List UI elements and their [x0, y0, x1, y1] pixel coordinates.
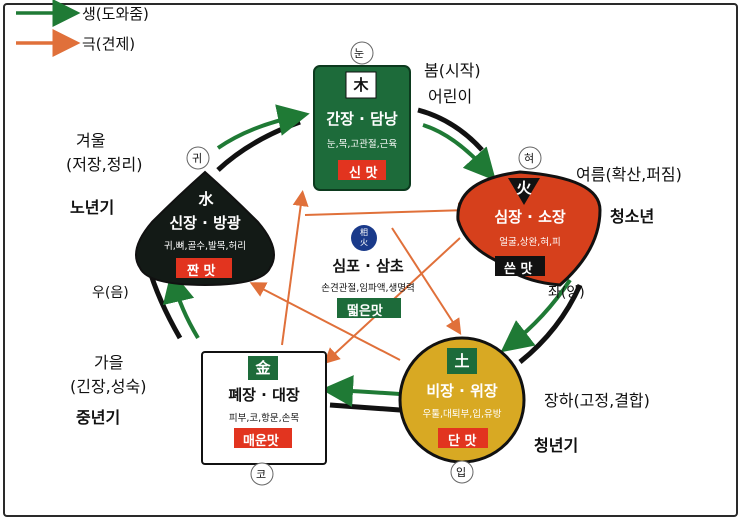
control-arrow-earth-water — [249, 282, 401, 361]
metal-organs: 폐장 · 대장 — [228, 386, 300, 404]
cycle-line-fire-earth — [518, 283, 583, 364]
wood-body-parts: 눈,목,고관절,근육 — [326, 139, 398, 150]
water-character: 水 — [198, 190, 214, 208]
autumn-detail: (긴장,성숙) — [70, 377, 147, 396]
legend-control-label: 극(견제) — [82, 35, 136, 53]
earth-character: 土 — [454, 352, 470, 370]
fire-taste: 쓴 맛 — [504, 262, 533, 277]
water-node-shape — [135, 170, 275, 287]
generate-arrow-metal-water — [162, 270, 200, 340]
late-summer-age: 청년기 — [534, 436, 579, 455]
fire-sense: 혀 — [524, 152, 535, 165]
spring-age: 어린이 — [428, 87, 473, 106]
legend-generate-label: 생(도와줌) — [82, 5, 149, 23]
winter-age: 노년기 — [70, 198, 115, 217]
generate-arrow-fire-earth — [500, 278, 572, 353]
center-fire-badge — [351, 225, 377, 251]
generate-arrow-wood-fire — [422, 123, 496, 181]
earth-organs: 비장 · 위장 — [426, 382, 498, 400]
metal-body-parts: 피부,코,항문,손목 — [228, 413, 300, 424]
earth-body-parts: 우툴,대퇴부,입,유방 — [422, 409, 502, 420]
control-arrow-metal-wood — [281, 190, 309, 346]
wood-organs: 간장 · 담낭 — [326, 110, 398, 128]
wood-sense: 눈 — [354, 47, 365, 60]
outer-frame — [3, 3, 738, 517]
center-organs: 심포 · 삼초 — [332, 257, 404, 275]
summer-label: 여름(확산,퍼짐) — [576, 165, 682, 184]
wood-node-shape — [313, 65, 411, 191]
generate-arrow-water-wood — [216, 104, 310, 150]
water-taste: 짠 맛 — [187, 264, 216, 279]
metal-character: 金 — [255, 359, 271, 377]
metal-sense: 코 — [256, 468, 267, 481]
fire-organs: 심장 · 소장 — [494, 208, 566, 226]
control-arrow-wood-earth — [391, 227, 462, 336]
water-body-parts: 귀,뼈,골수,발목,허리 — [164, 241, 246, 252]
wood-character: 木 — [353, 76, 369, 94]
water-sense: 귀 — [192, 152, 203, 165]
spring-label: 봄(시작) — [424, 61, 481, 80]
late-summer-label: 장하(고정,결합) — [544, 391, 650, 410]
center-taste: 떫은맛 — [347, 304, 383, 319]
metal-taste: 매운맛 — [243, 434, 279, 449]
winter-detail: (저장,정리) — [66, 155, 143, 174]
water-organs: 신장 · 방광 — [169, 214, 241, 232]
control-arrow-water-fire — [304, 202, 474, 219]
generate-arrow-earth-metal — [321, 375, 401, 408]
fire-body-parts: 얼굴,상완,혀,피 — [499, 237, 561, 248]
fire-character: 火 — [516, 179, 532, 197]
fire-node-shape — [456, 170, 602, 287]
center-character: 相 火 — [360, 228, 368, 247]
wood-taste: 신 맛 — [349, 166, 378, 181]
autumn-age: 중년기 — [76, 408, 121, 427]
winter-label: 겨울 — [76, 131, 106, 150]
summer-age: 청소년 — [610, 207, 655, 226]
autumn-label: 가을 — [94, 353, 124, 372]
center-body-parts: 손견관절,임파액,생명력 — [321, 283, 415, 294]
direction-left: 우(음) — [92, 285, 129, 301]
earth-sense: 입 — [456, 466, 467, 479]
direction-right: 좌(양) — [548, 285, 585, 301]
cycle-line-wood-fire — [417, 107, 484, 152]
earth-taste: 단 맛 — [448, 434, 477, 449]
cycle-line-earth-metal — [329, 402, 401, 413]
